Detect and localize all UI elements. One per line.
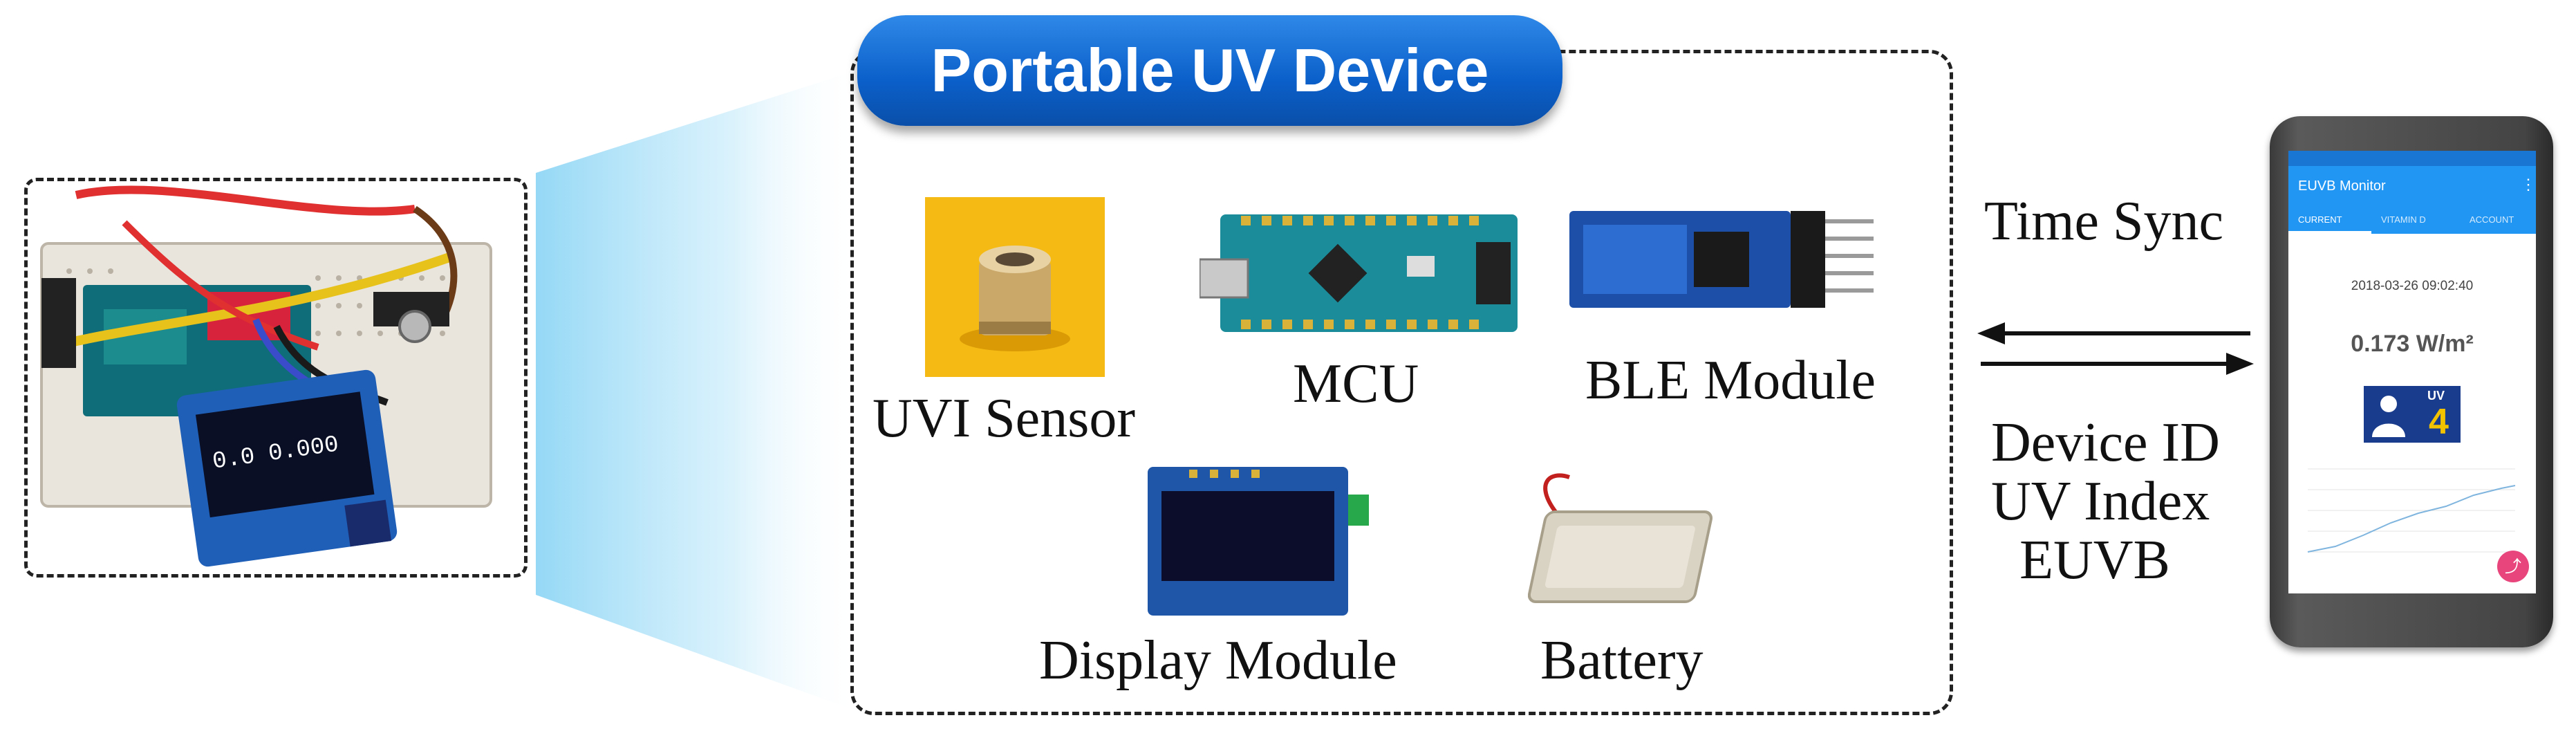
ble-module-image bbox=[1569, 211, 1874, 308]
uv-index-badge: UV 4 bbox=[2364, 386, 2461, 443]
ble-module-label: BLE Module bbox=[1585, 350, 1876, 411]
overflow-menu-icon[interactable]: ⋮ bbox=[2521, 176, 2536, 193]
display-module-label: Display Module bbox=[1039, 630, 1397, 691]
tab-account[interactable]: ACCOUNT bbox=[2470, 214, 2514, 225]
chart-line bbox=[2307, 485, 2516, 553]
device-title: Portable UV Device bbox=[857, 15, 1562, 126]
display-module-image bbox=[1148, 467, 1369, 616]
time-sync-label: Time Sync bbox=[1984, 191, 2224, 252]
battery-label: Battery bbox=[1540, 630, 1704, 691]
uv-index-label: UV Index bbox=[1991, 471, 2210, 532]
app-bar: EUVB Monitor ⋮ bbox=[2288, 166, 2536, 209]
battery-image bbox=[1528, 473, 1713, 603]
tab-current[interactable]: CURRENT bbox=[2298, 214, 2342, 225]
active-tab-indicator bbox=[2288, 231, 2371, 234]
timestamp: 2018-03-26 09:02:40 bbox=[2351, 279, 2474, 293]
device-photo: 0.0 0.000 bbox=[24, 178, 528, 578]
status-bar bbox=[2288, 151, 2536, 166]
phone-screen: EUVB Monitor ⋮ CURRENT VITAMIN D ACCOUNT… bbox=[2288, 151, 2536, 593]
uv-history-chart bbox=[2294, 455, 2530, 580]
mcu-label: MCU bbox=[1293, 353, 1419, 414]
uv-index-value: 4 bbox=[2429, 402, 2449, 442]
portable-uv-device-box bbox=[850, 50, 1953, 715]
projection-beam bbox=[536, 69, 861, 712]
arrow-left-icon bbox=[1977, 322, 2005, 344]
euvb-label: EUVB bbox=[2019, 530, 2170, 591]
arrow-right-icon bbox=[2226, 353, 2254, 375]
uvi-sensor-image bbox=[925, 197, 1105, 377]
tab-bar: CURRENT VITAMIN D ACCOUNT bbox=[2288, 209, 2536, 234]
tab-vitamin-d[interactable]: VITAMIN D bbox=[2381, 214, 2426, 225]
uvi-sensor-label: UVI Sensor bbox=[872, 388, 1135, 449]
device-id-label: Device ID bbox=[1991, 412, 2220, 473]
app-title: EUVB Monitor bbox=[2298, 178, 2386, 194]
breadboard-photo-illustration: 0.0 0.000 bbox=[40, 185, 492, 567]
person-icon bbox=[2372, 396, 2405, 437]
share-fab-icon[interactable]: ⤴ bbox=[2497, 551, 2529, 582]
bidirectional-arrows bbox=[1977, 322, 2254, 375]
euvb-reading: 0.173 W/m² bbox=[2351, 331, 2474, 357]
uv-badge-label: UV bbox=[2427, 389, 2445, 403]
mcu-image bbox=[1200, 214, 1518, 332]
